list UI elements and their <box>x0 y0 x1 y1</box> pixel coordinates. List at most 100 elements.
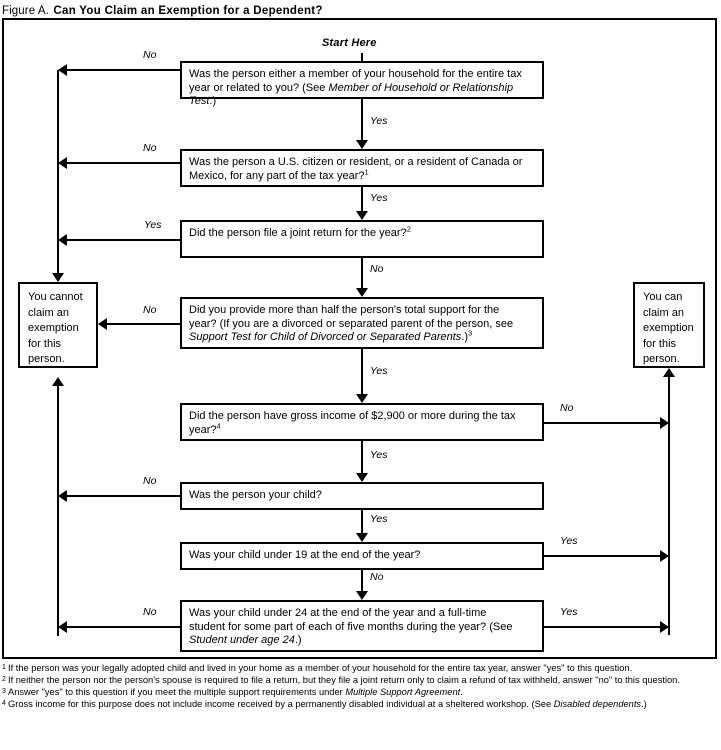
edge-q3-yes-arrow <box>58 234 67 246</box>
edge-q7-yes-line <box>544 555 660 557</box>
edge-q3-yes-line <box>66 239 182 241</box>
cannot-claim-text: You cannot claim an exemption for this p… <box>28 291 83 365</box>
edge-q4-no-line <box>106 323 182 325</box>
connector-q4-q5-line <box>361 349 363 394</box>
edge-label-q3-yes: Yes <box>144 219 162 231</box>
footnote-2-number: 2 <box>2 676 6 684</box>
decision-box-gross-income: Did the person have gross income of $2,9… <box>180 403 544 441</box>
connector-q7-q8-line <box>361 570 363 591</box>
q1-line2-suffix: .) <box>209 95 217 108</box>
connector-q6-q7-line <box>361 510 363 533</box>
footnote-1-text: If the person was your legally adopted c… <box>8 663 633 673</box>
q3-line1: Did the person file a joint return for t… <box>189 227 407 239</box>
footnote-3-text-prefix: Answer "yes" to this question if you mee… <box>8 687 346 698</box>
connector-q4-q5-arrow <box>356 394 368 403</box>
left-rail-upper-arrow-into-cannot <box>52 273 64 282</box>
edge-q1-no-arrow <box>58 64 67 76</box>
edge-label-q7-no: No <box>370 571 384 583</box>
q2-line2: Mexico, for any part of the tax year? <box>189 169 365 182</box>
decision-box-support-test: Did you provide more than half the perso… <box>180 297 544 349</box>
decision-box-child-under-19: Was your child under 19 at the end of th… <box>180 542 544 570</box>
edge-label-q4-no: No <box>143 304 157 316</box>
edge-q2-no-line <box>66 162 182 164</box>
edge-label-q6-yes: Yes <box>370 513 388 525</box>
decision-box-was-person-your-child: Was the person your child? <box>180 482 544 510</box>
connector-q2-q3-arrow <box>356 211 368 220</box>
footnote-2: 2 If neither the person nor the person's… <box>2 675 719 687</box>
edge-label-q4-yes: Yes <box>370 365 388 377</box>
edge-label-q2-yes: Yes <box>370 192 388 204</box>
footnote-4-number: 4 <box>2 700 6 708</box>
q4-line3-italic: Support Test for Child of Divorced or Se… <box>189 331 462 344</box>
q4-line1: Did you provide more than half the perso… <box>189 304 500 316</box>
footnote-2-text: If neither the person nor the person's s… <box>8 675 680 686</box>
edge-q1-no-line <box>66 69 182 71</box>
footnote-3-text-italic: Multiple Support Agreement <box>345 687 461 698</box>
figure-label: Figure A. <box>2 5 49 17</box>
decision-box-citizen-or-resident: Was the person a U.S. citizen or residen… <box>180 149 544 187</box>
terminal-box-can-claim: You can claim an exemption for this pers… <box>633 282 705 368</box>
q8-line3-italic: Student under age 24 <box>189 634 295 647</box>
q5-line1: Did the person have gross income of $2,9… <box>189 410 516 422</box>
connector-q5-q6-arrow <box>356 473 368 482</box>
edge-q8-no-arrow <box>58 621 67 633</box>
left-rail-lower-arrow-into-cannot <box>52 377 64 386</box>
q1-line2-italic: Member of Household or Relationship Test <box>189 81 514 108</box>
edge-q8-no-line <box>66 626 182 628</box>
q3-footnote-ref: 2 <box>406 224 411 234</box>
q5-footnote-ref: 4 <box>216 420 221 430</box>
footnote-4-text-suffix: .) <box>641 699 647 710</box>
figure-title-row: Figure A. Can You Claim an Exemption for… <box>2 1 719 17</box>
connector-q6-q7-arrow <box>356 533 368 542</box>
connector-q5-q6-line <box>361 441 363 473</box>
edge-label-q2-no: No <box>143 142 157 154</box>
edge-label-q3-no: No <box>370 263 384 275</box>
q5-line2: year? <box>189 423 217 436</box>
page-title: Can You Claim an Exemption for a Depende… <box>53 5 323 17</box>
right-rail-arrow-into-can <box>663 368 675 377</box>
q2-footnote-ref: 1 <box>364 166 369 176</box>
decision-box-member-or-relationship: Was the person either a member of your h… <box>180 61 544 107</box>
edge-q7-yes-arrow <box>660 550 669 562</box>
edge-q8-yes-arrow <box>660 621 669 633</box>
connector-q1-q2-arrow <box>356 140 368 149</box>
q6-line1: Was the person your child? <box>189 489 322 501</box>
q1-line1: Was the person either a member of your h… <box>189 68 522 80</box>
decision-box-child-under-24-student: Was your child under 24 at the end of th… <box>180 600 544 652</box>
edge-label-q6-no: No <box>143 475 157 487</box>
connector-q3-q4-arrow <box>356 288 368 297</box>
edge-label-q8-yes: Yes <box>560 606 578 618</box>
edge-label-q8-no: No <box>143 606 157 618</box>
footnote-3: 3 Answer "yes" to this question if you m… <box>2 687 719 699</box>
edge-label-q7-yes: Yes <box>560 535 578 547</box>
q8-line1: Was your child under 24 at the end of th… <box>189 607 487 619</box>
decision-box-joint-return: Did the person file a joint return for t… <box>180 220 544 258</box>
edge-q8-yes-line <box>544 626 660 628</box>
flowchart-frame: Start Here Was the person either a membe… <box>2 18 717 659</box>
q4-line2: year? (If you are a divorced or separate… <box>189 317 514 330</box>
footnote-4-text-prefix: Gross income for this purpose does not i… <box>8 699 554 710</box>
connector-q3-q4-line <box>361 258 363 288</box>
footnotes: 1 If the person was your legally adopted… <box>2 663 719 711</box>
right-rail <box>668 377 670 635</box>
q4-line3-suffix: .) <box>461 331 469 344</box>
edge-label-q5-yes: Yes <box>370 449 388 461</box>
edge-label-q1-yes: Yes <box>370 115 388 127</box>
connector-q1-q2-line <box>361 99 363 140</box>
connector-q7-q8-arrow <box>356 591 368 600</box>
edge-q5-no-line <box>544 422 660 424</box>
footnote-3-number: 3 <box>2 688 6 696</box>
can-claim-text: You can claim an exemption for this pers… <box>643 291 694 365</box>
edge-q5-no-arrow <box>660 417 669 429</box>
start-here-label: Start Here <box>322 37 377 49</box>
edge-label-q5-no: No <box>560 402 574 414</box>
connector-q2-q3-line <box>361 187 363 211</box>
footnote-1-number: 1 <box>2 664 6 671</box>
left-rail-lower <box>57 386 59 636</box>
left-rail-upper <box>57 70 59 274</box>
footnote-4: 4 Gross income for this purpose does not… <box>2 699 719 711</box>
footnote-1: 1 If the person was your legally adopted… <box>2 663 719 675</box>
edge-q6-no-line <box>66 495 182 497</box>
q8-line2: student for some part of each of five mo… <box>189 620 513 633</box>
